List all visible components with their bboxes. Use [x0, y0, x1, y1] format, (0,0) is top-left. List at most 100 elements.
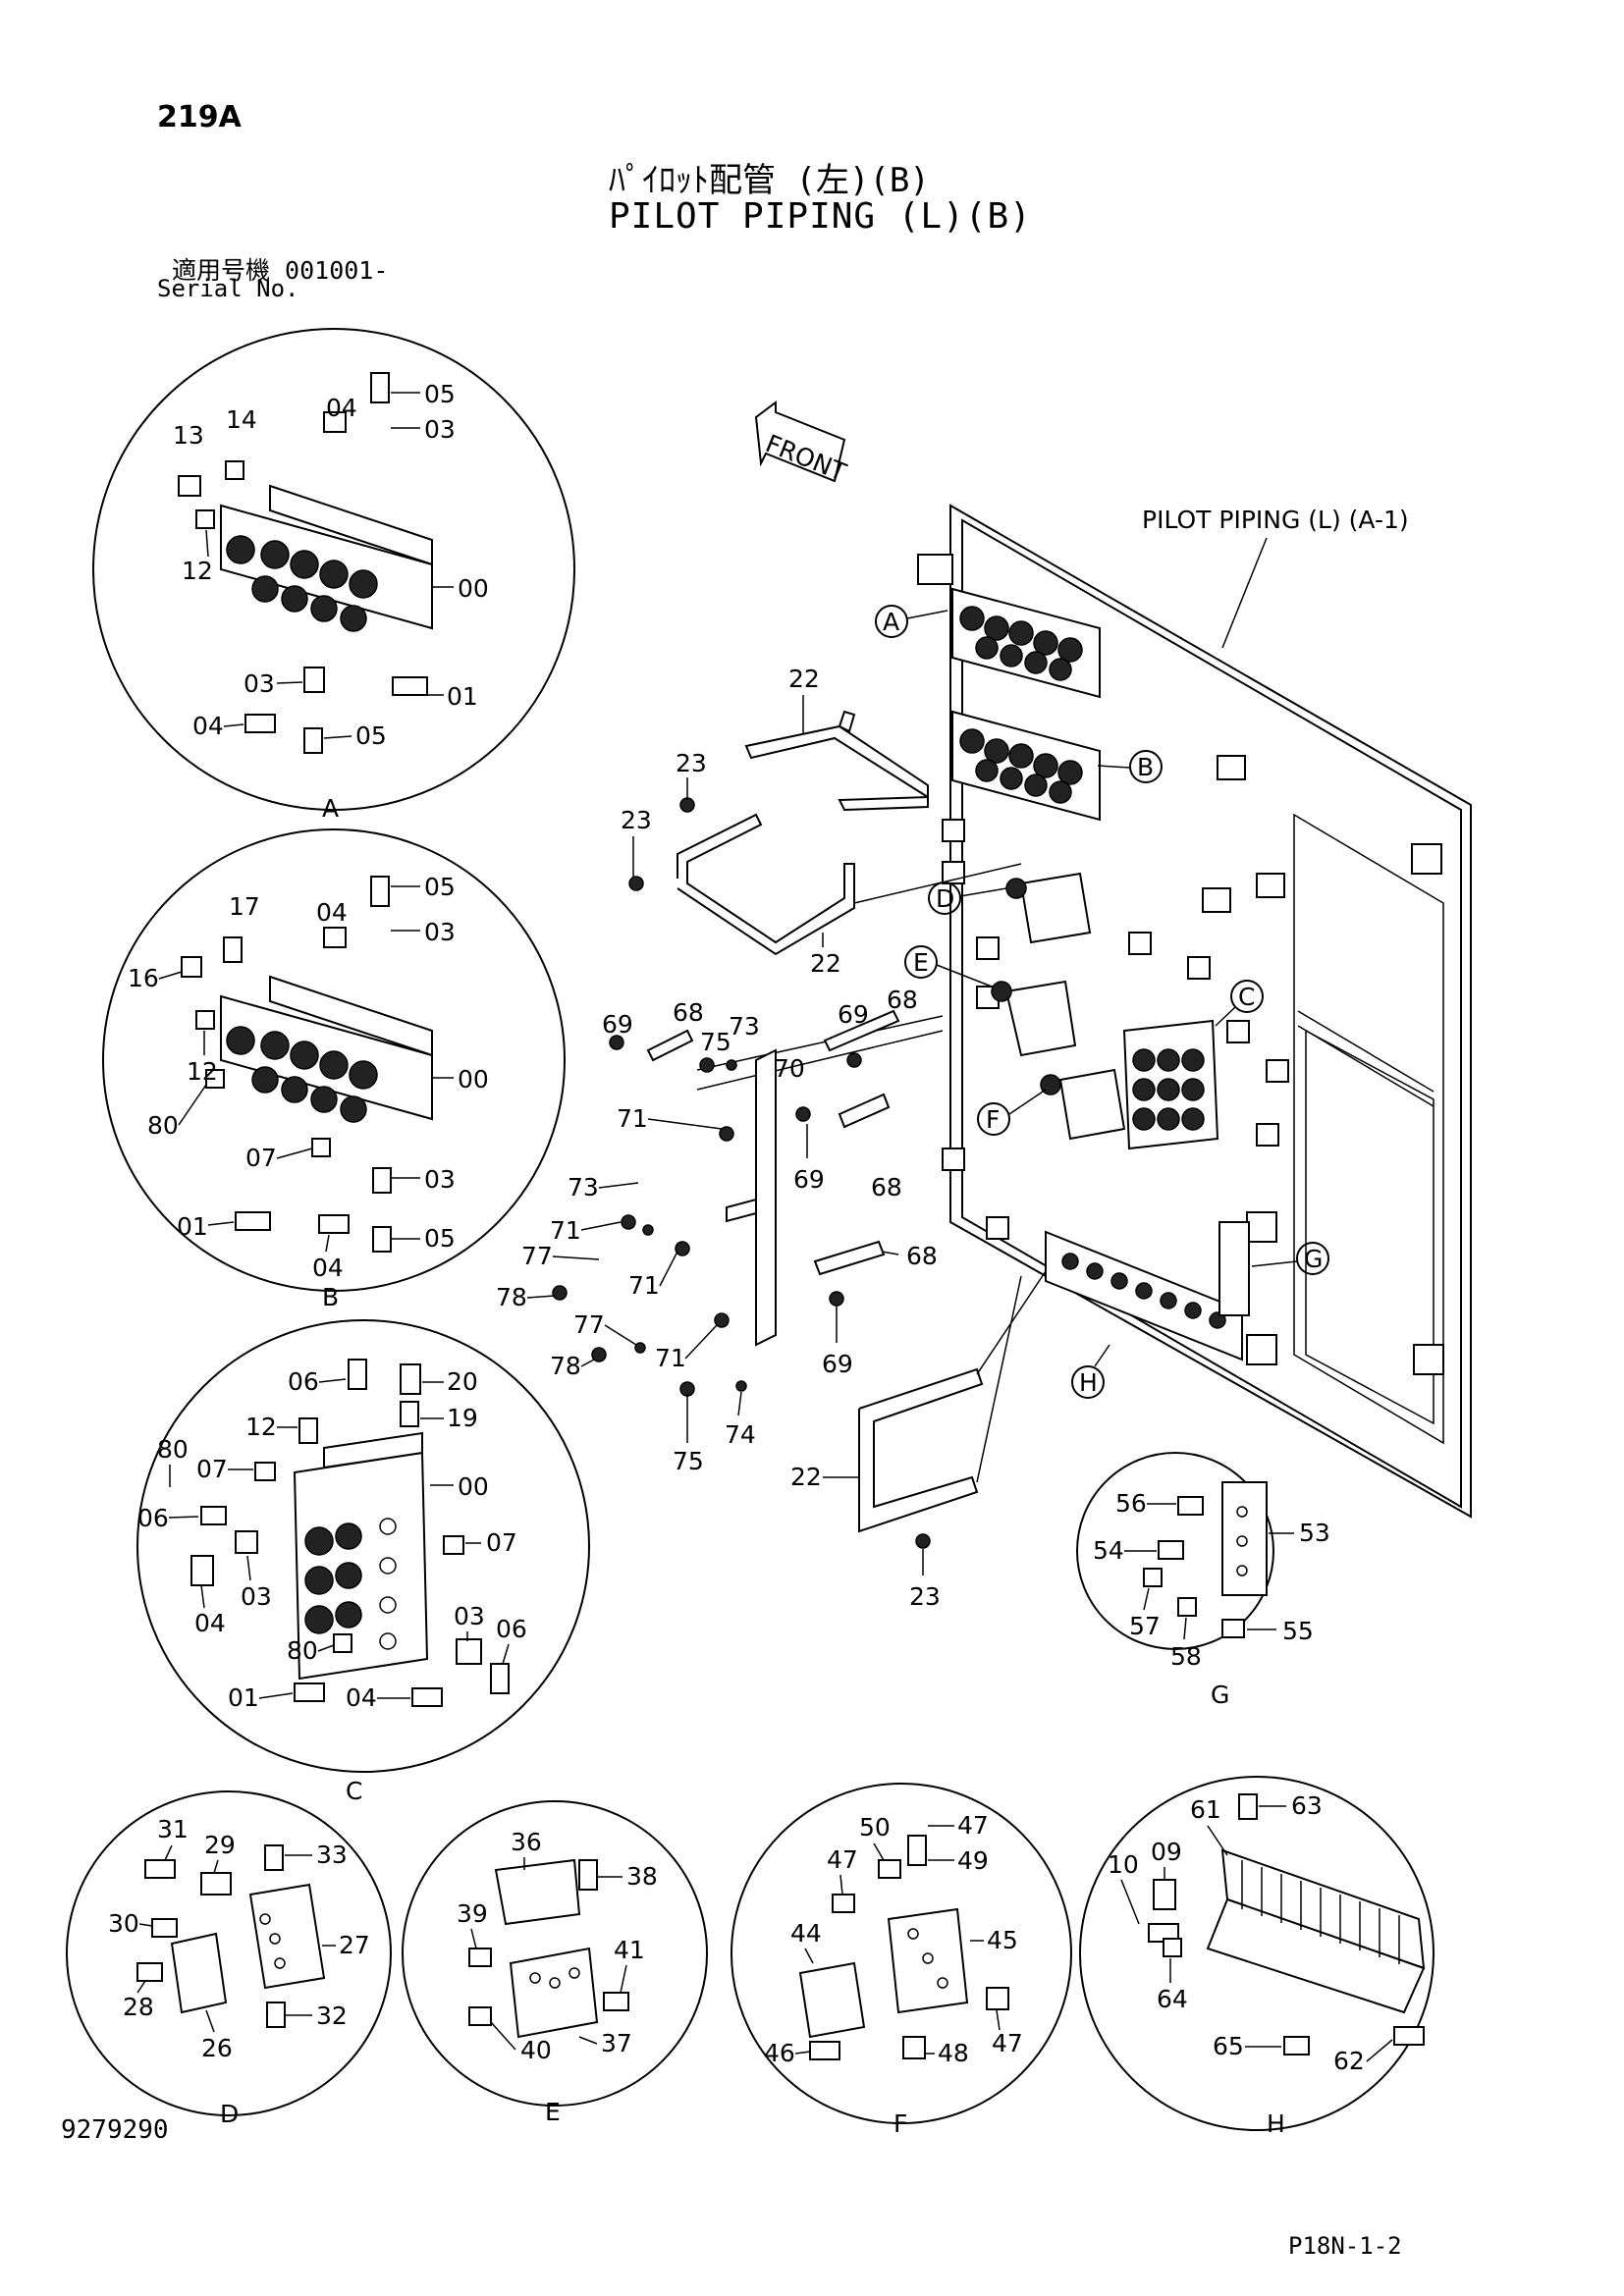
valve-assembly-a — [951, 587, 1101, 699]
detail-marker-f: F — [977, 1089, 1047, 1136]
part-number-label: 78 — [496, 1283, 527, 1311]
part-number-label: 50 — [859, 1813, 891, 1842]
part-number-label: 68 — [871, 1173, 902, 1201]
part-number-label: 22 — [810, 949, 841, 978]
part-number-label: 04 — [194, 1609, 226, 1637]
part-number-label: 80 — [287, 1636, 318, 1665]
part-number-label: 53 — [1299, 1519, 1330, 1547]
part-number-label: 03 — [424, 415, 456, 444]
part-number-label: 77 — [573, 1310, 605, 1339]
part-number-label: 07 — [486, 1528, 517, 1557]
part-number-label: A — [322, 794, 339, 823]
part-number-label: 30 — [108, 1909, 139, 1938]
part-number-label: 77 — [521, 1242, 553, 1270]
part-number-label: 39 — [457, 1899, 488, 1928]
part-number-label: 03 — [424, 1165, 456, 1194]
part-number-label: 73 — [729, 1012, 760, 1041]
part-number-label: 69 — [822, 1350, 853, 1378]
part-number-label: 61 — [1190, 1795, 1221, 1824]
part-number-label: 19 — [447, 1404, 478, 1432]
valve-g — [1218, 1221, 1250, 1316]
brackets-68-70 — [646, 1009, 900, 1347]
part-number-label: 80 — [147, 1111, 179, 1140]
part-number-label: 05 — [424, 873, 456, 901]
part-number-label: C — [346, 1777, 362, 1805]
part-number-label: 01 — [447, 682, 478, 711]
part-number-label: 01 — [177, 1212, 208, 1241]
part-number-label: 04 — [192, 712, 224, 740]
front-arrow: FRONT — [754, 400, 851, 487]
part-number-label: 75 — [700, 1028, 731, 1056]
title-japanese: ﾊﾟｲﾛｯﾄ配管 (左)(B) — [609, 161, 930, 200]
detail-circle-h: H 61 63 10 09 64 65 62 — [1079, 1776, 1435, 2138]
detail-circle-e: E 36 38 39 41 40 37 — [402, 1800, 708, 2126]
detail-marker-h: H — [1071, 1344, 1110, 1399]
part-number-label: 13 — [173, 421, 204, 450]
part-number-label: 45 — [987, 1926, 1018, 1954]
part-number-label: E — [913, 948, 929, 977]
part-number-label: 69 — [793, 1165, 825, 1194]
detail-circle-f: F 50 47 49 47 44 45 47 46 48 — [731, 1783, 1072, 2138]
page-code: P18N-1-2 — [1288, 2232, 1402, 2260]
part-number-label: 07 — [196, 1455, 228, 1483]
part-number-label: 63 — [1291, 1791, 1323, 1820]
serial-label-english: Serial No. — [157, 275, 299, 302]
part-number-label: 12 — [187, 1057, 218, 1086]
part-number-label: 55 — [1282, 1617, 1314, 1645]
part-number-label: 29 — [204, 1831, 236, 1859]
part-number-label: 68 — [906, 1242, 938, 1270]
part-number-label: 56 — [1115, 1489, 1147, 1518]
part-number-label: D — [936, 884, 954, 913]
part-number-label: 73 — [568, 1173, 599, 1201]
part-number-label: G — [1304, 1245, 1323, 1273]
detail-circle-c: C 06 20 19 12 80 07 00 06 07 03 04 03 06… — [136, 1319, 590, 1805]
valve-assembly-c — [1122, 1019, 1219, 1150]
part-number-label: 36 — [511, 1828, 542, 1856]
valve-d — [1005, 872, 1092, 944]
part-number-label: 33 — [316, 1841, 348, 1869]
part-number-label: 64 — [1157, 1985, 1188, 2013]
detail-marker-d: D — [928, 881, 1007, 915]
valve-f — [1040, 1068, 1126, 1141]
part-number-label: 71 — [617, 1104, 648, 1133]
reference-label: PILOT PIPING (L) (A-1) — [1142, 506, 1409, 534]
document-number: 9279290 — [61, 2115, 169, 2145]
part-number-label: 23 — [676, 749, 707, 777]
part-number-label: 04 — [316, 898, 348, 927]
part-number-label: 03 — [424, 918, 456, 946]
part-number-label: 14 — [226, 405, 257, 434]
part-number-label: 71 — [550, 1216, 581, 1245]
part-number-label: D — [220, 2100, 239, 2128]
part-number-label: A — [883, 608, 899, 636]
part-number-label: 05 — [355, 721, 387, 750]
part-number-label: H — [1079, 1368, 1098, 1397]
detail-marker-a: A — [875, 605, 948, 638]
part-number-label: F — [893, 2109, 907, 2138]
part-number-label: 22 — [790, 1463, 822, 1491]
part-number-label: 69 — [838, 1000, 869, 1029]
part-number-label: 20 — [447, 1367, 478, 1396]
part-number-label: 12 — [182, 557, 213, 585]
part-number-label: 28 — [123, 1993, 154, 2021]
part-number-label: 44 — [790, 1919, 822, 1948]
sheet-id: 219A — [157, 100, 242, 134]
detail-circle-a: A 13 14 04 05 03 12 00 03 04 05 01 — [92, 328, 575, 823]
part-number-label: 00 — [458, 574, 489, 603]
part-number-label: 69 — [602, 1010, 633, 1039]
part-number-label: 68 — [887, 986, 918, 1014]
part-number-label: 03 — [454, 1602, 485, 1630]
detail-circle-b: B 17 04 05 03 16 12 00 80 07 03 01 04 05 — [102, 828, 566, 1311]
valve-e — [991, 980, 1077, 1057]
part-number-label: 70 — [774, 1054, 805, 1083]
bracket-22-middle — [677, 813, 855, 956]
part-number-label: E — [545, 2098, 561, 2126]
part-number-label: 68 — [673, 998, 704, 1027]
part-number-label: 71 — [628, 1271, 660, 1300]
hose-routing — [696, 863, 1047, 1483]
part-number-label: 05 — [424, 380, 456, 408]
detail-marker-c: C — [1215, 980, 1264, 1027]
part-number-label: 23 — [909, 1582, 941, 1611]
part-number-label: 47 — [827, 1845, 858, 1874]
part-number-label: 27 — [339, 1931, 370, 1959]
